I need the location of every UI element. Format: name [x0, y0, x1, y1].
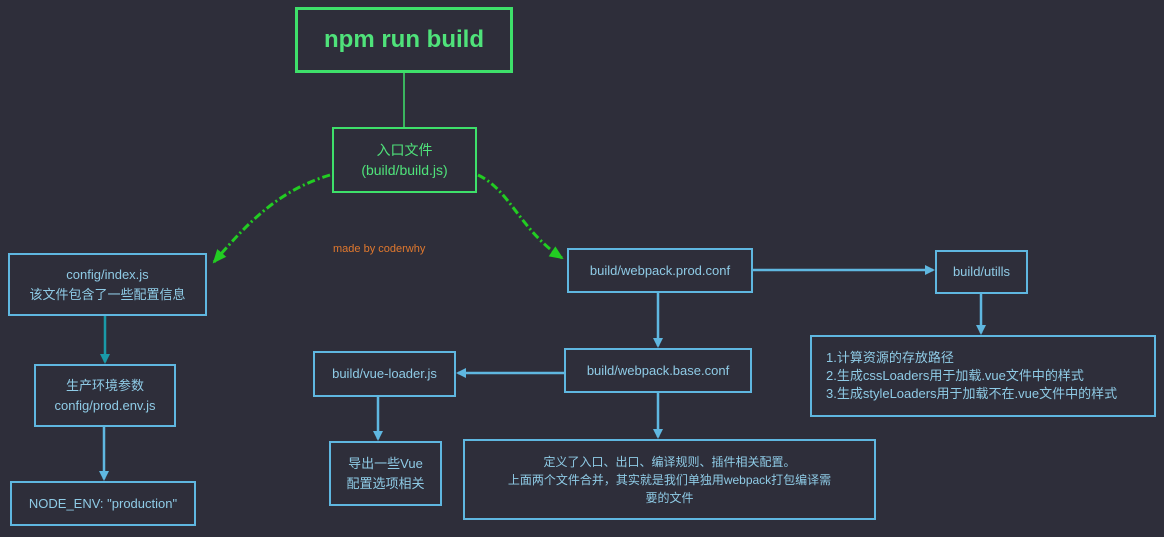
build-utils-node: build/utills — [935, 250, 1028, 294]
utils-desc-line: 1.计算资源的存放路径 — [826, 350, 954, 365]
npm-run-build-node: npm run build — [295, 7, 513, 73]
edge-entry-to-config-index — [212, 173, 331, 264]
entry-file-path: (build/build.js) — [361, 162, 448, 178]
base-description-node: 定义了入口、出口、编译规则、插件相关配置。 上面两个文件合并，其实就是我们单独用… — [463, 439, 876, 520]
config-index-node: config/index.js 该文件包含了一些配置信息 — [8, 253, 207, 316]
entry-file-node: 入口文件 (build/build.js) — [332, 127, 477, 193]
prod-env-path: config/prod.env.js — [54, 397, 156, 413]
watermark-text: made by coderwhy — [333, 243, 426, 255]
config-index-path: config/index.js — [66, 266, 149, 282]
base-desc-line1: 定义了入口、出口、编译规则、插件相关配置。 — [543, 454, 796, 469]
base-desc-line2: 上面两个文件合并，其实就是我们单独用webpack打包编译需 — [507, 472, 832, 487]
vue-options-node: 导出一些Vue 配置选项相关 — [329, 441, 442, 506]
npm-run-build-label: npm run build — [324, 26, 484, 53]
utils-desc-line: 2.生成cssLoaders用于加载.vue文件中的样式 — [826, 368, 1084, 383]
prod-env-title: 生产环境参数 — [65, 377, 144, 393]
node-env-node: NODE_ENV: "production" — [10, 481, 196, 526]
vue-options-line2: 配置选项相关 — [346, 475, 425, 491]
webpack-base-conf-label: build/webpack.base.conf — [586, 362, 730, 378]
prod-env-node: 生产环境参数 config/prod.env.js — [34, 364, 176, 427]
webpack-base-conf-node: build/webpack.base.conf — [564, 348, 752, 393]
vue-loader-label: build/vue-loader.js — [332, 366, 437, 381]
vue-options-line1: 导出一些Vue — [348, 455, 423, 471]
webpack-prod-conf-label: build/webpack.prod.conf — [589, 262, 731, 278]
vue-loader-node: build/vue-loader.js — [313, 351, 456, 397]
utils-description-node: 1.计算资源的存放路径 2.生成cssLoaders用于加载.vue文件中的样式… — [810, 335, 1156, 417]
node-env-label: NODE_ENV: "production" — [28, 495, 178, 511]
utils-desc-line: 3.生成styleLoaders用于加载不在.vue文件中的样式 — [826, 386, 1118, 401]
webpack-prod-conf-node: build/webpack.prod.conf — [567, 248, 753, 293]
base-desc-line3: 要的文件 — [645, 490, 694, 505]
build-utils-label: build/utills — [952, 264, 1011, 279]
edge-entry-to-prod-conf — [477, 173, 564, 260]
config-index-desc: 该文件包含了一些配置信息 — [29, 286, 186, 302]
entry-file-title: 入口文件 — [376, 142, 433, 158]
